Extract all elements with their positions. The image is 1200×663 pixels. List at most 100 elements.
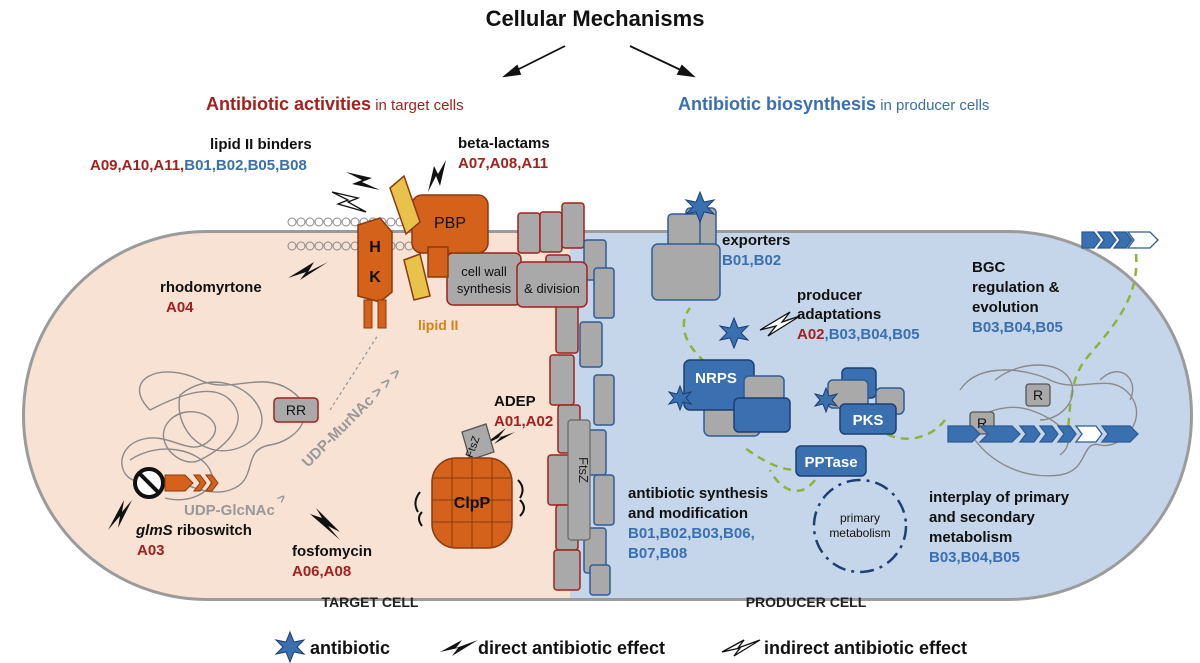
- bgc-gene-cluster-top: [1081, 231, 1159, 249]
- hk-h-label: H: [369, 239, 381, 256]
- adep-label: ADEP: [494, 393, 536, 410]
- lipid-ii-binders-codes: A09,A10,A11,B01,B02,B05,B08: [90, 157, 307, 174]
- hk-rr-link: [329, 334, 379, 411]
- interplay-line2: and secondary: [929, 509, 1036, 526]
- lipid-head: [341, 241, 351, 251]
- lipid-head: [341, 217, 351, 227]
- lipid-ii-molecules: [389, 174, 431, 301]
- lipid-head: [314, 241, 324, 251]
- regulator-r-top: [1025, 383, 1051, 407]
- lipid-head: [323, 241, 333, 251]
- ftsz-filament-label: FtsZ: [576, 457, 591, 483]
- primary-metabolism-line1: primary: [840, 511, 880, 525]
- legend: antibiotic direct antibiotic effect indi…: [274, 630, 967, 663]
- pptase-label: PPTase: [804, 454, 857, 471]
- glms-gene: [133, 467, 219, 499]
- bgc-line3: evolution: [972, 299, 1039, 316]
- cell-wall-synthesis: cell wall synthesis & division: [446, 252, 588, 308]
- producer-adaptations-line2: adaptations: [797, 306, 881, 323]
- exporter-protein: [651, 207, 721, 301]
- lipid-head: [395, 241, 405, 251]
- clpp-label: ClpP: [454, 495, 491, 512]
- adep-codes: A01,A02: [494, 413, 553, 430]
- rhodomyrtone-label: rhodomyrtone: [160, 279, 262, 296]
- title-arrow-left: [502, 45, 566, 78]
- interplay-line1: interplay of primary: [929, 489, 1070, 506]
- antibiotic-star-exporter: [684, 190, 716, 224]
- bolt-indirect-producer: [759, 311, 801, 337]
- indirect-effect-bolts: [331, 191, 801, 337]
- pks-label: PKS: [853, 412, 884, 429]
- hk-k-label: K: [369, 269, 381, 286]
- producer-cell-caption: PRODUCER CELL: [746, 594, 867, 610]
- bgc-line1: BGC: [972, 259, 1006, 276]
- lipid-head: [332, 217, 342, 227]
- nrps-enzyme: NRPS: [667, 359, 791, 437]
- legend-antibiotic-label: antibiotic: [310, 638, 390, 658]
- lipid-head: [332, 241, 342, 251]
- glms-label: glmS riboswitch: [135, 522, 252, 539]
- legend-antibiotic-star: [274, 630, 306, 663]
- antibiotic-synthesis-line2: and modification: [628, 505, 748, 522]
- pbp-label: PBP: [434, 215, 466, 232]
- lipid-head: [323, 217, 333, 227]
- producer-chromosome: [959, 364, 1138, 477]
- fosfomycin-codes: A06,A08: [292, 563, 351, 580]
- interplay-codes: B03,B04,B05: [929, 549, 1020, 566]
- producer-adaptations-line1: producer: [797, 287, 862, 304]
- division-label: & division: [524, 281, 580, 296]
- exporters-codes: B01,B02: [722, 252, 781, 269]
- antibiotic-synthesis-codes2: B07,B08: [628, 545, 687, 562]
- bgc-line2: regulation &: [972, 279, 1060, 296]
- pks-enzyme: PKS: [813, 367, 905, 435]
- lipid-head: [287, 241, 297, 251]
- bolt-fosfomycin: [310, 508, 340, 540]
- rr-protein: [273, 397, 319, 423]
- page-title: Cellular Mechanisms: [486, 6, 705, 31]
- fosfomycin-label: fosfomycin: [292, 543, 372, 560]
- primary-metabolism-line2: metabolism: [829, 526, 890, 540]
- regulator-r-bottom-label: R: [977, 415, 987, 431]
- antibiotic-synthesis-codes1: B01,B02,B03,B06,: [628, 525, 755, 542]
- rr-label: RR: [286, 402, 306, 418]
- rhodomyrtone-codes: A04: [166, 299, 194, 316]
- producer-adaptations-codes: A02,B03,B04,B05: [797, 326, 920, 343]
- cell-wall-line1: cell wall: [461, 264, 507, 279]
- interplay-line3: metabolism: [929, 529, 1012, 546]
- lipid-head: [296, 217, 306, 227]
- exporters-label: exporters: [722, 232, 790, 249]
- lipid-head: [287, 217, 297, 227]
- histidine-kinase: H K: [357, 217, 393, 329]
- pptase-enzyme: [795, 445, 867, 477]
- legend-direct-label: direct antibiotic effect: [478, 638, 665, 658]
- beta-lactams-codes: A07,A08,A11: [458, 155, 548, 172]
- legend-indirect-bolt: [721, 639, 761, 657]
- lipid-head: [296, 241, 306, 251]
- ftsz-protein: FtsZ: [461, 423, 495, 461]
- bgc-gene-cluster-chromosome: [947, 425, 1139, 443]
- lipid-head: [305, 241, 315, 251]
- clpp-protease: ClpP: [414, 457, 525, 549]
- lipid-head: [386, 217, 396, 227]
- glms-codes: A03: [137, 542, 165, 559]
- bgc-codes: B03,B04,B05: [972, 319, 1063, 336]
- legend-indirect-label: indirect antibiotic effect: [764, 638, 967, 658]
- lipid-head: [314, 217, 324, 227]
- antibiotic-star-adaptations: [718, 316, 750, 350]
- target-cell-caption: TARGET CELL: [322, 594, 419, 610]
- pbp-protein: PBP: [411, 194, 489, 278]
- primary-metabolism-circle: [812, 478, 908, 574]
- regulator-r-top-label: R: [1033, 387, 1043, 403]
- nrps-label: NRPS: [695, 370, 737, 387]
- cell-wall-line2: synthesis: [457, 281, 512, 296]
- lipid-ii-binders-label: lipid II binders: [210, 136, 312, 153]
- bolt-indirect-hk: [331, 191, 367, 213]
- lipid-head: [350, 217, 360, 227]
- lipid-head: [305, 217, 315, 227]
- antibiotic-synthesis-line1: antibiotic synthesis: [628, 485, 768, 502]
- udp-glcnac-label: UDP-GlcNAc: [184, 502, 275, 519]
- bolt-lipid-ii-binders: [346, 172, 380, 190]
- bolt-rhodomyrtone: [288, 262, 328, 280]
- right-heading: Antibiotic biosynthesis in producer cell…: [678, 94, 989, 114]
